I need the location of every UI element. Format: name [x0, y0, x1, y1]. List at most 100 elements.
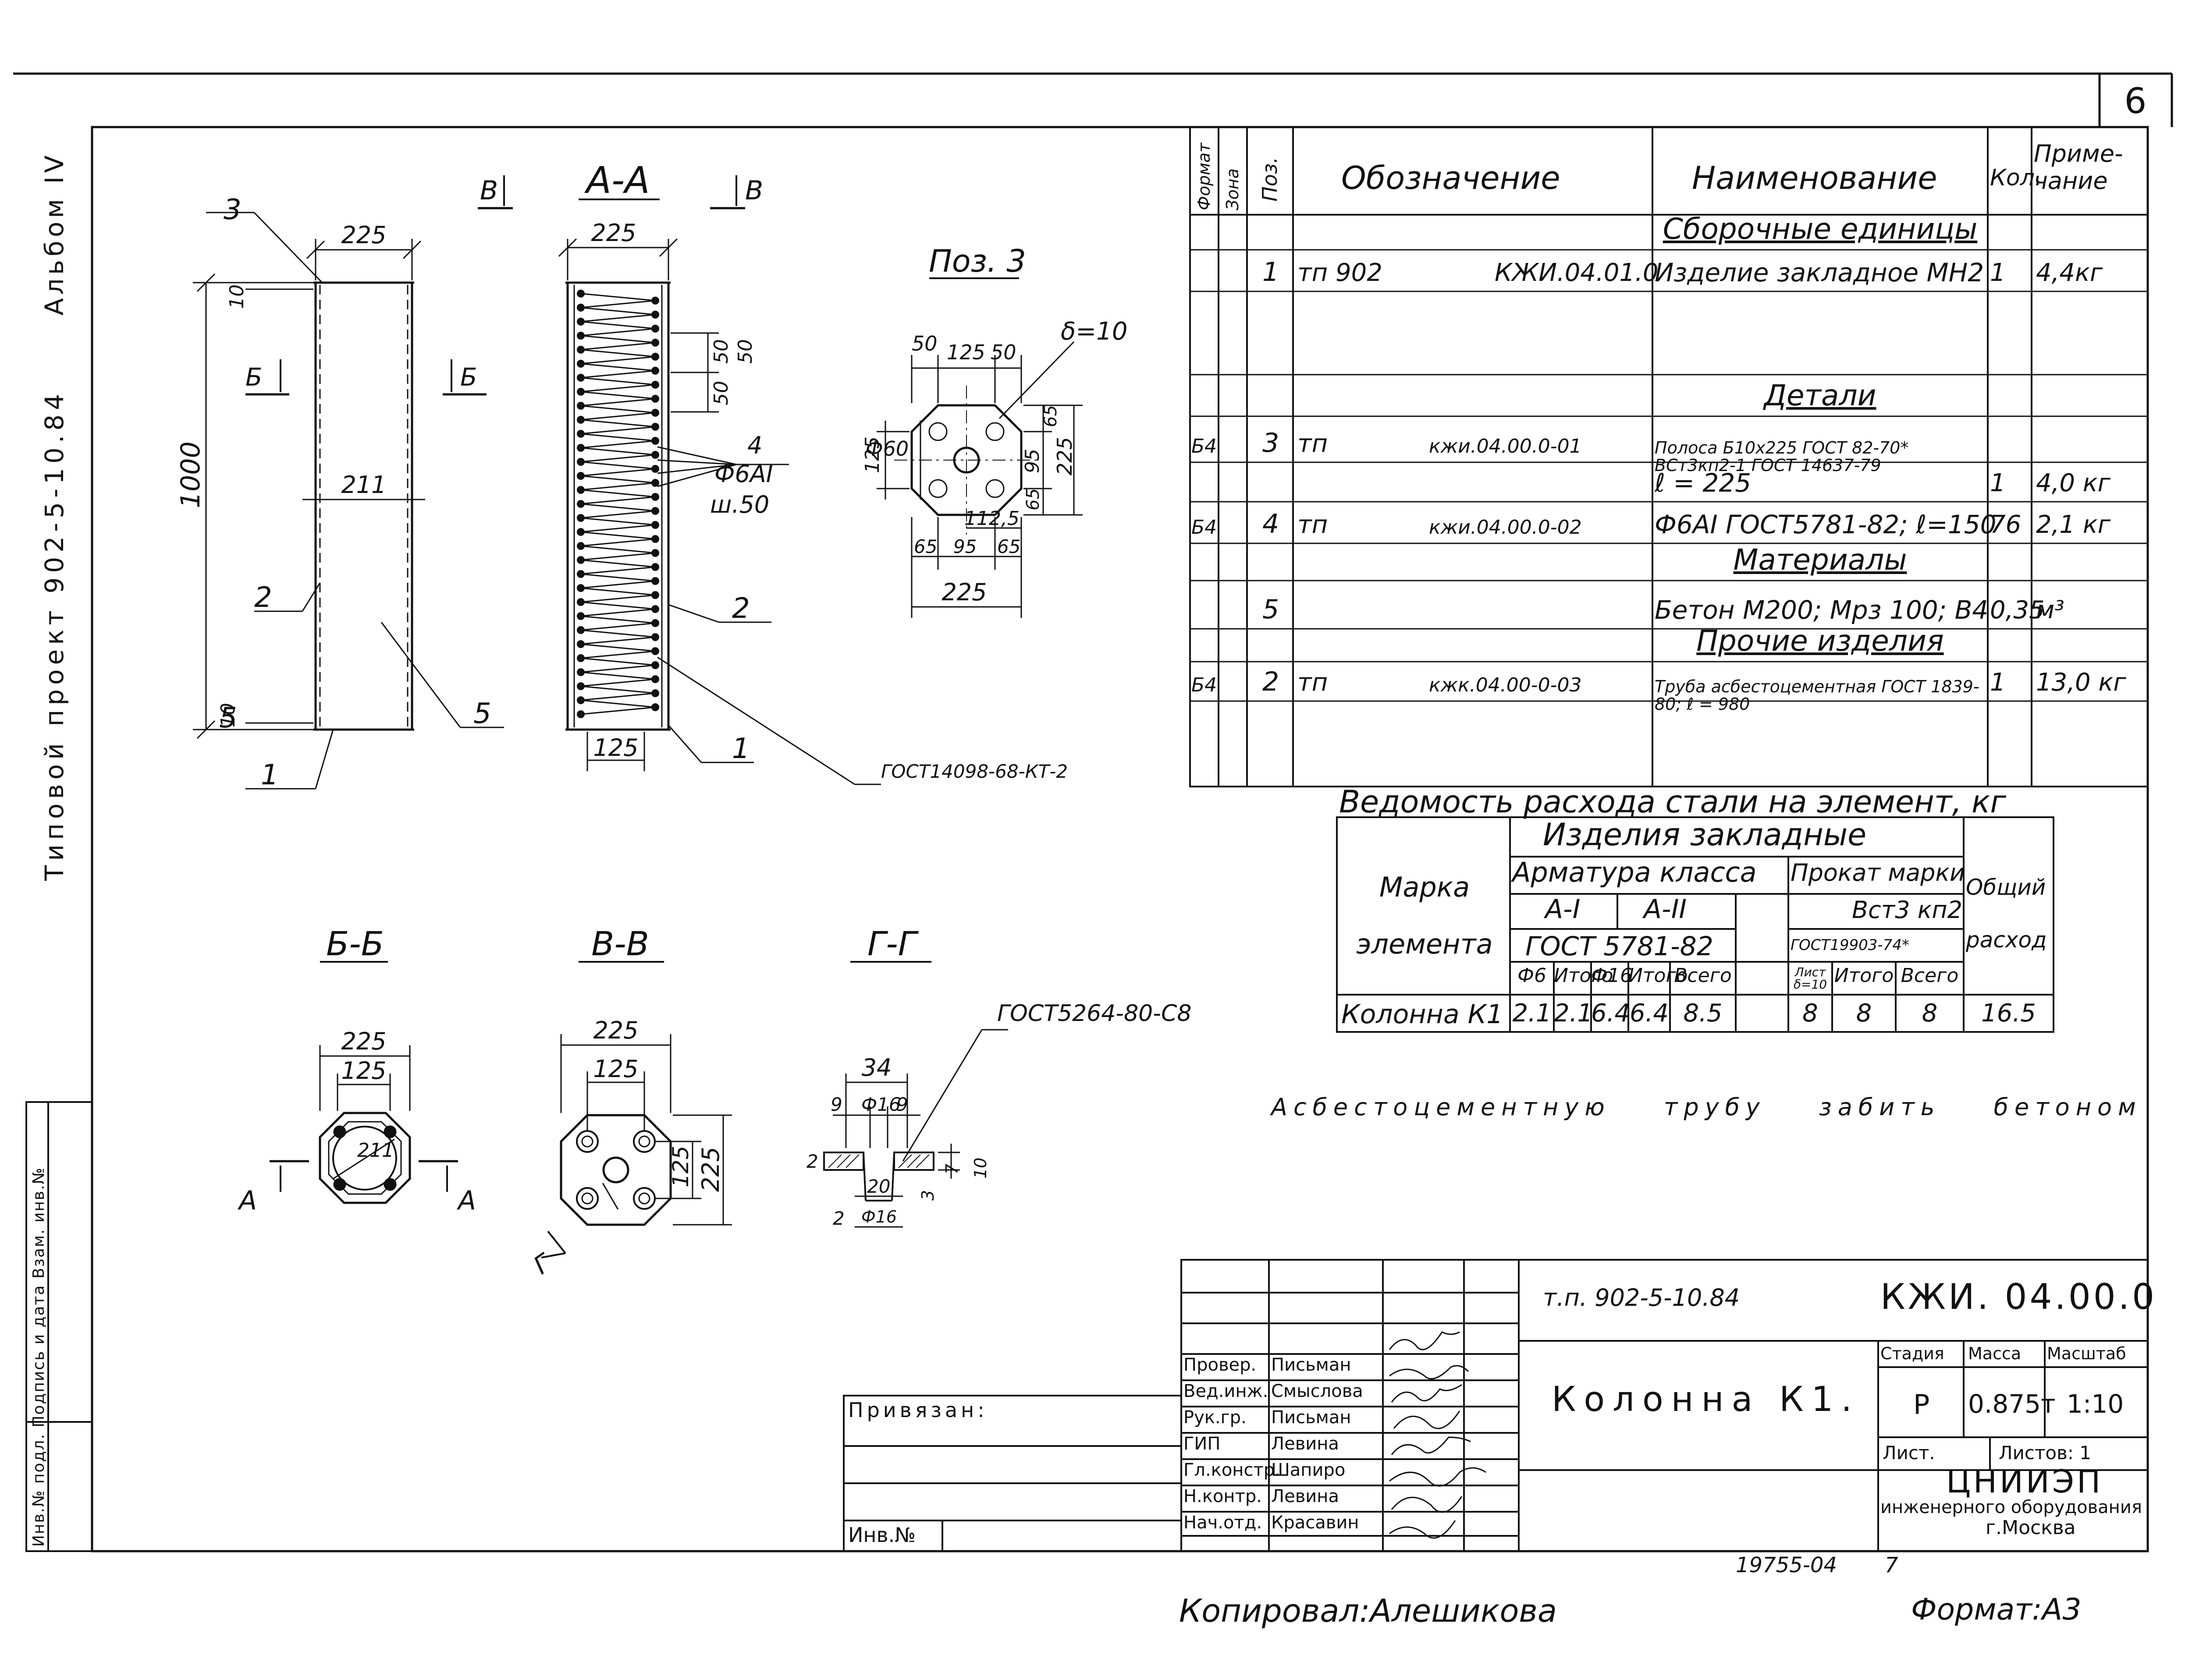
spec-cell-name: ℓ = 225 — [1655, 468, 1752, 498]
gg-dim-hole-top: Ф16 — [861, 1094, 901, 1115]
steel-subheader: Всего — [1901, 964, 1959, 987]
aa-pitch-2: 50 — [734, 339, 757, 364]
rebar-point — [577, 388, 585, 396]
spec-cell-section: Материалы — [1733, 543, 1907, 577]
steel-row-total: 16.5 — [1981, 999, 2036, 1028]
pos3-dim-left: 125 — [861, 436, 884, 473]
elev-label-1: 1 — [261, 759, 279, 791]
steel-h-items: Изделия закладные — [1543, 817, 1867, 853]
steel-title: Ведомость расхода стали на элемент, кг — [1339, 784, 2007, 820]
elevation-view — [193, 212, 504, 790]
rebar-point — [651, 647, 659, 655]
bottom-page: 7 — [1885, 1553, 1898, 1577]
rebar-point — [651, 437, 659, 445]
tb-bound: Привязан: — [848, 1398, 988, 1422]
rebar-point — [577, 584, 585, 592]
elev-dim-width: 225 — [341, 221, 386, 249]
spec-cell-section: Детали — [1764, 379, 1876, 412]
tb-mass: 0.875т — [1968, 1389, 2056, 1419]
bb-dim-outer: 225 — [341, 1028, 386, 1055]
bb-dim-inner: 125 — [341, 1057, 386, 1085]
rebar-point — [577, 402, 585, 410]
section-aa-view — [478, 175, 881, 785]
pos3-dim-right-4: 225 — [1053, 437, 1077, 475]
steel-h-gost-rolled: ГОСТ19903-74* — [1791, 936, 1909, 954]
tb-role: Н.контр. — [1183, 1486, 1262, 1506]
elev-dim-height: 1000 — [175, 441, 206, 508]
steel-h-rebar: Арматура класса — [1512, 856, 1757, 888]
tb-person: Красавин — [1271, 1513, 1359, 1533]
steel-row-value: 8 — [1922, 999, 1938, 1028]
vv-dim-outer: 225 — [593, 1017, 638, 1044]
tb-person: Левина — [1271, 1434, 1339, 1454]
gg-dim-3: 3 — [918, 1190, 938, 1201]
section-aa-title: А-А — [584, 159, 650, 202]
aa-pitch-3: 50 — [710, 381, 732, 405]
spec-cell-note: 2,1 кг — [2036, 510, 2111, 539]
rebar-point — [651, 507, 659, 515]
tb-stage: Р — [1913, 1389, 1930, 1421]
spec-cell-name: Ф6АI ГОСТ5781-82; ℓ=150 — [1655, 510, 1997, 539]
spec-cell-qty: 1 — [1990, 469, 2006, 497]
spec-row-lines — [1190, 249, 2148, 702]
steel-h-rolled: Прокат марки — [1791, 859, 1965, 886]
spec-cell-code: тп — [1297, 510, 1328, 539]
rebar-point — [651, 591, 659, 599]
rebar-point — [651, 689, 659, 697]
steel-row-value: 8 — [1802, 999, 1818, 1028]
spec-cell-section: Прочие изделия — [1696, 624, 1944, 658]
rebar-point — [651, 535, 659, 543]
rebar-point — [651, 325, 659, 333]
elev-cut-right: Б — [460, 363, 477, 392]
rebar-point — [651, 619, 659, 627]
spec-cell-format: Б4 — [1191, 435, 1217, 457]
steel-row-mark: Колонна К1 — [1341, 999, 1503, 1030]
tb-org-city: г.Москва — [1986, 1517, 2076, 1539]
vv-cut-g: Г — [529, 1248, 558, 1280]
rebar-point — [577, 654, 585, 662]
spec-cell-code2: кжи.04.00.0-02 — [1429, 516, 1582, 539]
spec-h-code: Обозначение — [1341, 159, 1560, 196]
rebar-point — [577, 612, 585, 620]
aa-label-1: 1 — [732, 733, 750, 765]
spec-cell-code: тп — [1297, 668, 1328, 697]
spec-cell-pos: 2 — [1262, 666, 1279, 697]
pos3-dim-half: 112,5 — [964, 507, 1020, 530]
pos3-dim-top-1: 50 — [912, 332, 938, 355]
tb-role: Нач.отд. — [1183, 1513, 1262, 1533]
steel-row-value: 2.1 — [1554, 999, 1593, 1028]
tb-role: Провер. — [1183, 1355, 1257, 1375]
spec-cell-code2: кжк.04.00-0-03 — [1429, 674, 1582, 696]
rebar-point — [577, 696, 585, 704]
steel-subheader: Ф16 — [1591, 964, 1632, 987]
rebar-point — [577, 346, 585, 354]
rebar-point — [577, 486, 585, 494]
steel-row-value: 8.5 — [1683, 999, 1723, 1028]
tb-sheet-h: Лист. — [1883, 1442, 1935, 1464]
rebar-point — [651, 465, 659, 473]
pos3-dim-bottom-2: 95 — [953, 536, 977, 557]
tb-stage-h: Стадия — [1880, 1344, 1944, 1363]
steel-h-gost-rebar: ГОСТ 5781-82 — [1525, 931, 1713, 962]
spec-cell-name: Труба асбестоцементная ГОСТ 1839-80; ℓ =… — [1655, 677, 1979, 714]
tb-org-line2: инженерного оборудования — [1880, 1497, 2142, 1517]
spec-cell-qty: 0,35 — [1990, 596, 2045, 624]
rebar-point — [577, 416, 585, 424]
steel-row-value: 2.1 — [1512, 999, 1552, 1028]
steel-h-ai: А-I — [1545, 894, 1581, 925]
spec-cell-pos: 5 — [1262, 594, 1279, 625]
spec-h-qty: Кол. — [1990, 165, 2042, 191]
gg-dim-hole-bottom: Ф16 — [861, 1207, 897, 1226]
vv-dim-side-1: 125 — [668, 1146, 693, 1187]
rebar-point — [651, 311, 659, 319]
rebar-point — [577, 640, 585, 648]
rebar-point — [577, 570, 585, 578]
spec-cell-note: м³ — [2036, 596, 2064, 624]
pos3-title: Поз. 3 — [929, 243, 1026, 279]
tb-sheets-h: Листов: 1 — [1999, 1442, 2092, 1464]
rebar-point — [651, 409, 659, 417]
rebar-point — [651, 563, 659, 571]
aa-weld-note: ГОСТ14098-68-КТ-2 — [881, 761, 1068, 782]
section-vv-title: В-В — [591, 924, 649, 963]
elev-label-3: 5 — [219, 702, 237, 734]
